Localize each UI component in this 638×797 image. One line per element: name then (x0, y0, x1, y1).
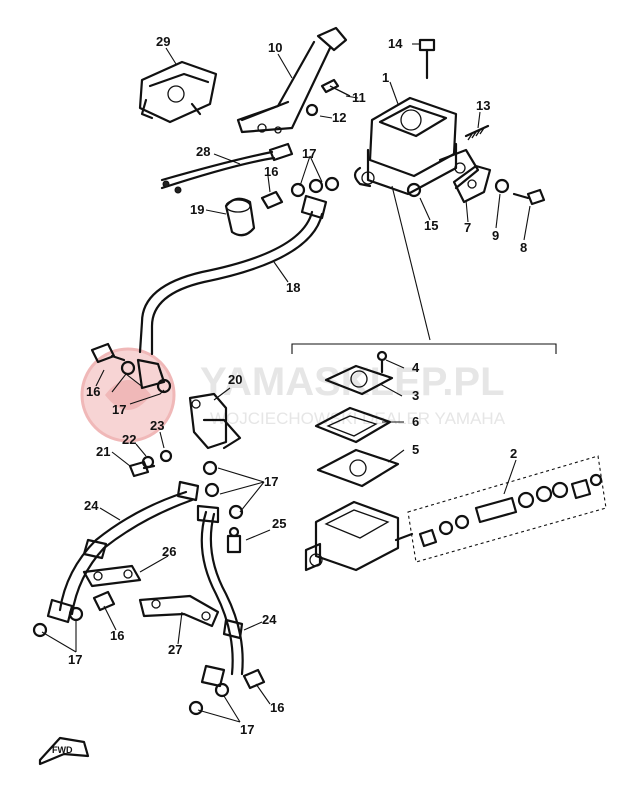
part-11-bolt (320, 78, 351, 97)
part-16-bolt-lower-right (242, 668, 266, 690)
part-29-switch (138, 60, 218, 124)
part-15-nut (406, 182, 422, 198)
callout-16-top: 16 (264, 164, 278, 179)
callout-9: 9 (492, 228, 499, 243)
callout-17-top: 17 (302, 146, 316, 161)
callout-23: 23 (150, 418, 164, 433)
watermark: YAMASKLEP.PL WOJCIECHOWSKI DEALER YAMAHA (80, 347, 506, 443)
part-22-washer (141, 455, 155, 469)
callout-19: 19 (190, 202, 204, 217)
part-28-cable (160, 142, 294, 194)
part-1-master-cylinder (353, 96, 480, 196)
part-3-cap (324, 364, 394, 396)
callout-20: 20 (228, 372, 242, 387)
callout-17-lower-left: 17 (68, 652, 82, 667)
part-17-washers-lower-left (32, 606, 84, 638)
forward-arrow-icon: FWD (38, 736, 90, 766)
part-20-joint (188, 392, 242, 450)
part-16-bolt-top (260, 190, 284, 210)
exploded-detail (291, 185, 607, 572)
callout-21: 21 (96, 444, 110, 459)
part-10-lever (236, 26, 348, 134)
callout-11: 11 (352, 90, 366, 105)
part-17-washers-left (120, 358, 172, 394)
part-26-bracket (82, 564, 142, 588)
part-17-washers-lower-right (188, 682, 230, 716)
callout-29: 29 (156, 34, 170, 49)
callout-25: 25 (272, 516, 286, 531)
part-4-screw (376, 350, 388, 374)
part-17-washers-mid (202, 460, 244, 520)
callout-15: 15 (424, 218, 438, 233)
part-18-hose (138, 194, 328, 356)
part-8-bolt (512, 188, 546, 206)
part-5-diaphragm (316, 448, 400, 488)
callout-8: 8 (520, 240, 527, 255)
callout-12: 12 (332, 110, 346, 125)
part-24-hose-right (196, 504, 244, 688)
callout-16-lower-left: 16 (110, 628, 124, 643)
part-17-washers-top (290, 176, 340, 198)
callout-16-lower-right: 16 (270, 700, 284, 715)
callout-17-lower-right: 17 (240, 722, 254, 737)
callout-17-mid: 17 (264, 474, 278, 489)
part-14-screw (418, 38, 436, 80)
part-12-nut (305, 103, 319, 117)
part-13-pin (464, 124, 490, 141)
part-24-hose-left (46, 480, 200, 624)
callout-6: 6 (412, 414, 419, 429)
callout-2: 2 (510, 446, 517, 461)
callout-numbers: 1 2 3 4 5 6 7 8 9 10 11 12 13 14 15 16 1… (68, 34, 527, 737)
master-cylinder-body (304, 500, 414, 572)
callout-28: 28 (196, 144, 210, 159)
callout-3: 3 (412, 388, 419, 403)
callout-24-left: 24 (84, 498, 99, 513)
callout-5: 5 (412, 442, 419, 457)
part-27-bracket (138, 594, 220, 628)
callout-26: 26 (162, 544, 176, 559)
part-19-cap (224, 197, 256, 237)
leader-lines (41, 43, 531, 723)
part-16-bolt-left (90, 342, 126, 364)
part-25-bleeder (226, 526, 242, 554)
part-21-bolt (128, 460, 156, 478)
callout-14: 14 (388, 36, 403, 51)
callout-13: 13 (476, 98, 490, 113)
part-7-holder (452, 164, 492, 204)
callout-17-left: 17 (112, 402, 126, 417)
fwd-label: FWD (52, 745, 73, 755)
part-9-washer (494, 178, 510, 194)
callout-10: 10 (268, 40, 282, 55)
part-16-bolt-lower-left (92, 590, 116, 612)
callout-18: 18 (286, 280, 300, 295)
callout-22: 22 (122, 432, 136, 447)
part-2-piston-kit (407, 455, 607, 563)
callout-1: 1 (382, 70, 389, 85)
part-23-washer (159, 449, 173, 463)
callout-24-right: 24 (262, 612, 277, 627)
callout-7: 7 (464, 220, 471, 235)
callout-4: 4 (412, 360, 420, 375)
callout-16-left: 16 (86, 384, 100, 399)
callout-27: 27 (168, 642, 182, 657)
